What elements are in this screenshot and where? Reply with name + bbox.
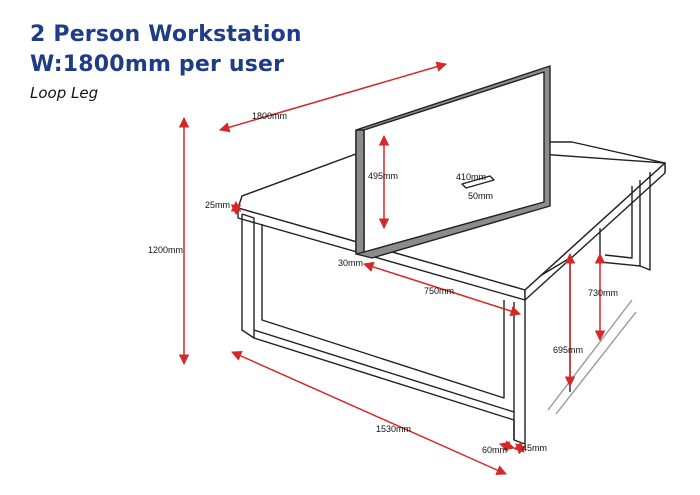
cable-tray-label: 410mm — [456, 172, 486, 182]
depth-dimension-line — [231, 351, 507, 475]
top-thickness-label: 25mm — [205, 200, 230, 210]
screen-edge — [355, 129, 365, 255]
leg-type-label: Loop Leg — [30, 84, 99, 102]
screen-offset-label: 30mm — [338, 258, 363, 268]
leg-width-label: 60mm — [482, 445, 507, 455]
page-title: 2 Person Workstation — [30, 22, 302, 47]
half-depth-label: 750mm — [424, 286, 454, 296]
desk-top-side-edge — [524, 162, 666, 301]
right-loop-leg-outer — [599, 180, 641, 267]
width-label: 1800mm — [252, 111, 287, 121]
floor-line-right-2 — [555, 311, 637, 415]
front-leg-post — [513, 300, 526, 445]
right-loop-leg-inner — [604, 186, 633, 259]
cable-tray-slot — [461, 175, 495, 189]
height-label: 1200mm — [148, 245, 183, 255]
leg-depth-dimension-line — [513, 441, 527, 455]
leg-width-dimension-line — [498, 440, 516, 452]
right-leg-post — [639, 172, 651, 271]
dimension-lines — [178, 61, 606, 475]
desk-height-label: 730mm — [588, 288, 618, 298]
width-dimension-line — [218, 61, 448, 133]
screen-height-label: 495mm — [368, 171, 398, 181]
left-leg-post — [241, 214, 255, 339]
half-depth-dimension-line — [363, 261, 521, 317]
depth-label: 1530mm — [376, 424, 411, 434]
cable-slot-label: 50mm — [468, 191, 493, 201]
desk-drawing — [237, 65, 666, 445]
leg-depth-label: 45mm — [522, 443, 547, 453]
leg-inner-height-label: 695mm — [553, 345, 583, 355]
floor-line-right — [547, 299, 633, 411]
